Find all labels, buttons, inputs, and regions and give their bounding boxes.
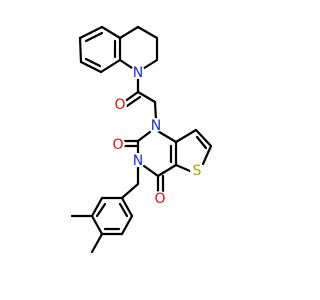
atom-label: O: [154, 191, 165, 207]
bond: [100, 25, 122, 40]
bond: [95, 202, 107, 218]
bond: [142, 164, 160, 178]
bond: [136, 130, 152, 143]
bond: [90, 214, 104, 236]
bond: [120, 214, 134, 236]
bond: [78, 36, 83, 64]
bond: [136, 90, 157, 104]
atom-label: S: [193, 163, 202, 179]
bond: [90, 196, 104, 218]
bond: [118, 25, 140, 40]
bond: [90, 232, 104, 254]
bond: [153, 100, 158, 122]
bond: [84, 57, 102, 68]
bond: [99, 58, 122, 74]
bonds: [70, 25, 213, 254]
atom-s: S: [190, 163, 204, 179]
bond: [195, 135, 208, 150]
bond: [84, 31, 104, 43]
atom-label: O: [112, 137, 123, 153]
bond: [78, 25, 104, 40]
atom-n1: N: [149, 118, 163, 134]
atom-label: N: [151, 118, 161, 134]
bond: [125, 95, 142, 108]
bond: [118, 202, 129, 218]
atom-o-amide: O: [113, 97, 127, 113]
atom-label: N: [133, 65, 143, 81]
bond: [136, 25, 159, 40]
bond: [154, 128, 178, 144]
molecule-structure-diagram: N O N O N S O: [70, 25, 213, 254]
atom-o4: O: [153, 191, 167, 207]
bond: [156, 163, 178, 178]
atom-labels: N O N O N S O: [111, 65, 204, 207]
bond: [201, 144, 213, 166]
atom-n3: N: [131, 153, 145, 169]
atom-label: N: [133, 153, 143, 169]
bond: [120, 182, 140, 200]
bond: [194, 128, 213, 148]
atom-o2: O: [111, 137, 125, 153]
bond: [174, 163, 192, 173]
bond: [174, 128, 198, 144]
bond: [122, 90, 140, 104]
bond: [120, 196, 134, 218]
bond: [79, 60, 103, 74]
atom-label: O: [114, 97, 125, 113]
atom-n-quinoline: N: [131, 65, 145, 81]
